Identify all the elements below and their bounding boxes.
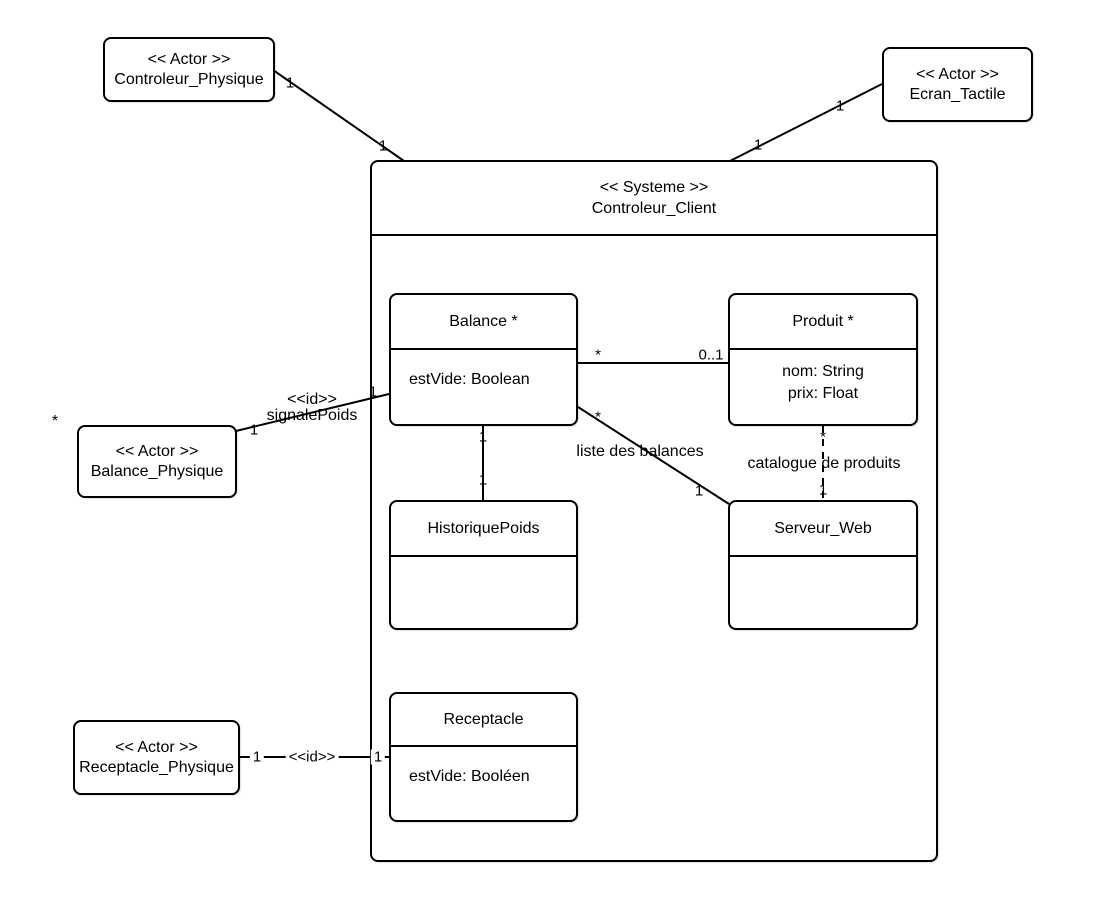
actor-name: Ecran_Tactile (909, 85, 1006, 103)
multiplicity-label: 1 (835, 97, 845, 115)
class-historique-title: HistoriquePoids (391, 502, 576, 557)
multiplicity-label: * (595, 408, 601, 426)
association-name: signalePoids (266, 407, 358, 424)
outer-multiplicity-label: * (51, 413, 59, 430)
multiplicity-label: 1 (478, 428, 488, 446)
system-header: << Systeme >> Controleur_Client (372, 162, 936, 236)
attribute: prix: Float (787, 385, 859, 402)
actor-stereotype: << Actor >> (916, 65, 999, 83)
class-serveur-web: Serveur_Web (728, 500, 918, 630)
multiplicity-label: 1 (249, 749, 265, 765)
multiplicity-label: 1 (370, 749, 386, 765)
multiplicity-label: 1 (478, 471, 488, 489)
actor-name: Receptacle_Physique (79, 758, 234, 776)
actor-balance-physique: << Actor >> Balance_Physique (77, 425, 237, 498)
multiplicity-label: 1 (378, 137, 388, 155)
class-receptacle: Receptacle estVide: Booléen (389, 692, 578, 822)
multiplicity-label: 1 (753, 136, 763, 154)
system-stereotype: << Systeme >> (599, 179, 709, 196)
actor-stereotype: << Actor >> (115, 442, 199, 460)
association-label-signalepoids: <<id>> signalePoids (267, 392, 358, 424)
multiplicity-label: 0..1 (698, 346, 724, 364)
attribute: estVide: Boolean (409, 371, 530, 388)
association-stereotype: <<id>> (285, 749, 339, 765)
actor-name: Controleur_Physique (114, 70, 264, 88)
multiplicity-label: 1 (368, 383, 378, 401)
actor-controleur-physique: << Actor >> Controleur_Physique (103, 37, 275, 102)
association-label-liste-des-balances: liste des balances (576, 443, 704, 460)
class-historique-poids: HistoriquePoids (389, 500, 578, 630)
connector-ecran-system (729, 83, 883, 162)
association-label-catalogue-de-produits: catalogue de produits (747, 455, 901, 472)
actor-receptacle-physique: << Actor >> Receptacle_Physique (73, 720, 240, 795)
class-produit-attributes: nom: String prix: Float (730, 350, 916, 405)
multiplicity-label: * (820, 428, 826, 446)
class-balance: Balance * estVide: Boolean (389, 293, 578, 426)
class-balance-attributes: estVide: Boolean (391, 350, 576, 388)
association-stereotype: <<id>> (287, 391, 337, 408)
multiplicity-label: 1 (694, 482, 704, 500)
actor-stereotype: << Actor >> (147, 50, 231, 68)
class-serveur-attributes (730, 557, 916, 579)
multiplicity-label: * (595, 346, 601, 364)
multiplicity-label: 1 (818, 481, 828, 499)
class-receptacle-title: Receptacle (391, 694, 576, 747)
multiplicity-label: 1 (249, 421, 259, 439)
class-produit: Produit * nom: String prix: Float (728, 293, 918, 426)
actor-name: Balance_Physique (90, 462, 224, 480)
class-produit-title: Produit * (730, 295, 916, 350)
class-balance-title: Balance * (391, 295, 576, 350)
actor-ecran-tactile: << Actor >> Ecran_Tactile (882, 47, 1033, 122)
class-historique-attributes (391, 557, 576, 579)
class-receptacle-attributes: estVide: Booléen (391, 747, 576, 785)
class-serveur-title: Serveur_Web (730, 502, 916, 557)
system-name: Controleur_Client (591, 200, 717, 217)
actor-stereotype: << Actor >> (115, 738, 198, 756)
attribute: estVide: Booléen (409, 768, 530, 785)
attribute: nom: String (782, 363, 864, 380)
multiplicity-label: 1 (285, 74, 295, 92)
